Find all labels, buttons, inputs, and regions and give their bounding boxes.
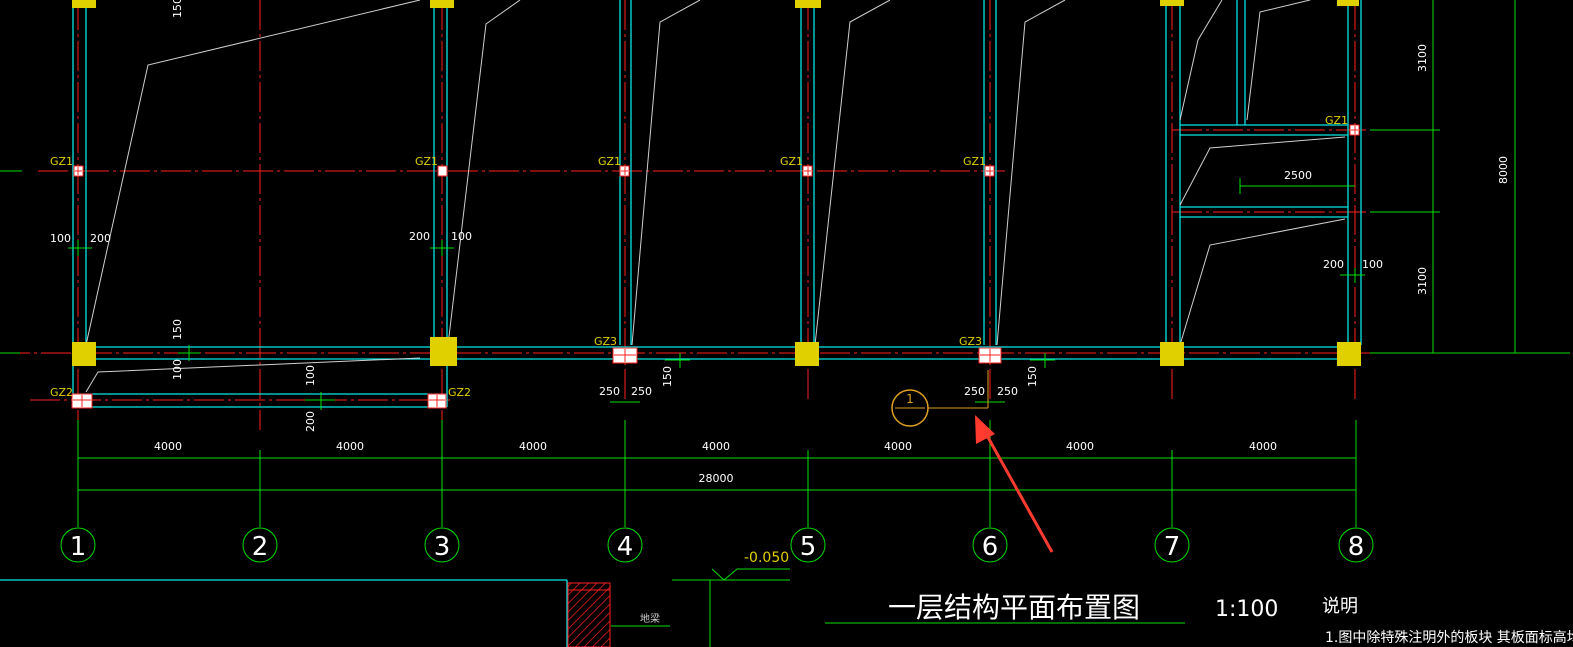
axis-label: 6 [982, 532, 999, 562]
dim-100: 100 [451, 230, 472, 243]
axis-label: 7 [1164, 532, 1181, 562]
column-labels: GZ1 GZ1 GZ1 GZ1 GZ1 GZ1 GZ3 GZ3 GZ2 GZ2 [50, 114, 1348, 399]
gz1-label: GZ1 [780, 155, 803, 168]
dim-200: 200 [90, 232, 111, 245]
gz1-label: GZ1 [415, 155, 438, 168]
span-3-4: 4000 [519, 440, 547, 453]
span-1-2: 4000 [154, 440, 182, 453]
axis-label: 5 [800, 532, 817, 562]
dim-200: 200 [409, 230, 430, 243]
column [795, 0, 821, 8]
dim-100: 100 [50, 232, 71, 245]
column [1160, 342, 1184, 366]
dim-150: 150 [171, 319, 184, 340]
column [72, 0, 96, 8]
axis-label: 3 [434, 532, 451, 562]
notes-heading: 说明 [1322, 596, 1358, 617]
column [1337, 0, 1359, 6]
gz1-label: GZ1 [1325, 114, 1348, 127]
dim-150: 150 [1026, 366, 1039, 387]
column [795, 342, 819, 366]
dim-250: 250 [599, 385, 620, 398]
span-4-5: 4000 [702, 440, 730, 453]
axis-bubble-1: 1 [60, 527, 96, 563]
axis-bubble-3: 3 [424, 527, 460, 563]
foundation-section [567, 582, 611, 647]
dim-3100: 3100 [1416, 44, 1429, 72]
dim-100: 100 [1362, 258, 1383, 271]
axis-label: 1 [70, 532, 87, 562]
drawing-title: 一层结构平面布置图 [888, 591, 1140, 624]
walls [0, 0, 1362, 647]
axis-bubble-6: 6 [972, 527, 1008, 563]
dim-8000: 8000 [1497, 156, 1510, 184]
axis-bubble-8: 8 [1338, 527, 1374, 563]
drawing-scale: 1:100 [1215, 597, 1278, 622]
span-6-7: 4000 [1066, 440, 1094, 453]
span-7-8: 4000 [1249, 440, 1277, 453]
dim-100: 100 [304, 365, 317, 386]
axis-label: 8 [1348, 532, 1365, 562]
dim-200: 200 [1323, 258, 1344, 271]
gz2-label: GZ2 [50, 386, 73, 399]
dim-250: 250 [631, 385, 652, 398]
gz2-label: GZ2 [448, 386, 471, 399]
dim-250: 250 [964, 385, 985, 398]
dim-2500: 2500 [1284, 169, 1312, 182]
dim-3100: 3100 [1416, 267, 1429, 295]
axis-bubbles: 1 2 3 4 5 6 7 8 [60, 527, 1374, 563]
axis-bubble-2: 2 [242, 527, 278, 563]
dim-100: 100 [171, 359, 184, 380]
columns [72, 0, 1361, 366]
axis-bubble-5: 5 [790, 527, 826, 563]
gz1-label: GZ1 [963, 155, 986, 168]
column [430, 0, 454, 8]
dim-150: 150 [661, 366, 674, 387]
span-5-6: 4000 [884, 440, 912, 453]
span-labels: 4000 4000 4000 4000 4000 4000 4000 28000 [154, 440, 1277, 485]
gz3-label: GZ3 [594, 335, 617, 348]
dim-250: 250 [997, 385, 1018, 398]
axis-label: 2 [252, 532, 269, 562]
gz3-label: GZ3 [959, 335, 982, 348]
beam-label: 地梁 [640, 612, 660, 625]
axis-bubble-4: 4 [607, 527, 643, 563]
gz1-label: GZ1 [598, 155, 621, 168]
sketch-lines [85, 0, 1346, 393]
dim-200: 200 [304, 411, 317, 432]
column [430, 337, 457, 366]
column [1160, 0, 1184, 6]
axis-label: 4 [617, 532, 634, 562]
notes-line-1: 1.图中除特殊注明外的板块 其板面标高均为 [1325, 629, 1573, 646]
elevation-label: -0.050 [744, 550, 789, 566]
gz1-label: GZ1 [50, 155, 73, 168]
column [72, 342, 96, 366]
dimension-texts: 150 100 200 200 100 150 100 100 200 250 … [50, 0, 1510, 432]
section-symbol: 1 [891, 370, 989, 427]
column [1337, 342, 1361, 366]
axis-bubble-7: 7 [1154, 527, 1190, 563]
section-mark-label: 1 [906, 392, 914, 406]
dim-150: 150 [171, 0, 184, 18]
total-length: 28000 [699, 472, 734, 485]
span-2-3: 4000 [336, 440, 364, 453]
gz1-marker [437, 165, 448, 177]
annotation-arrow [975, 415, 1054, 553]
